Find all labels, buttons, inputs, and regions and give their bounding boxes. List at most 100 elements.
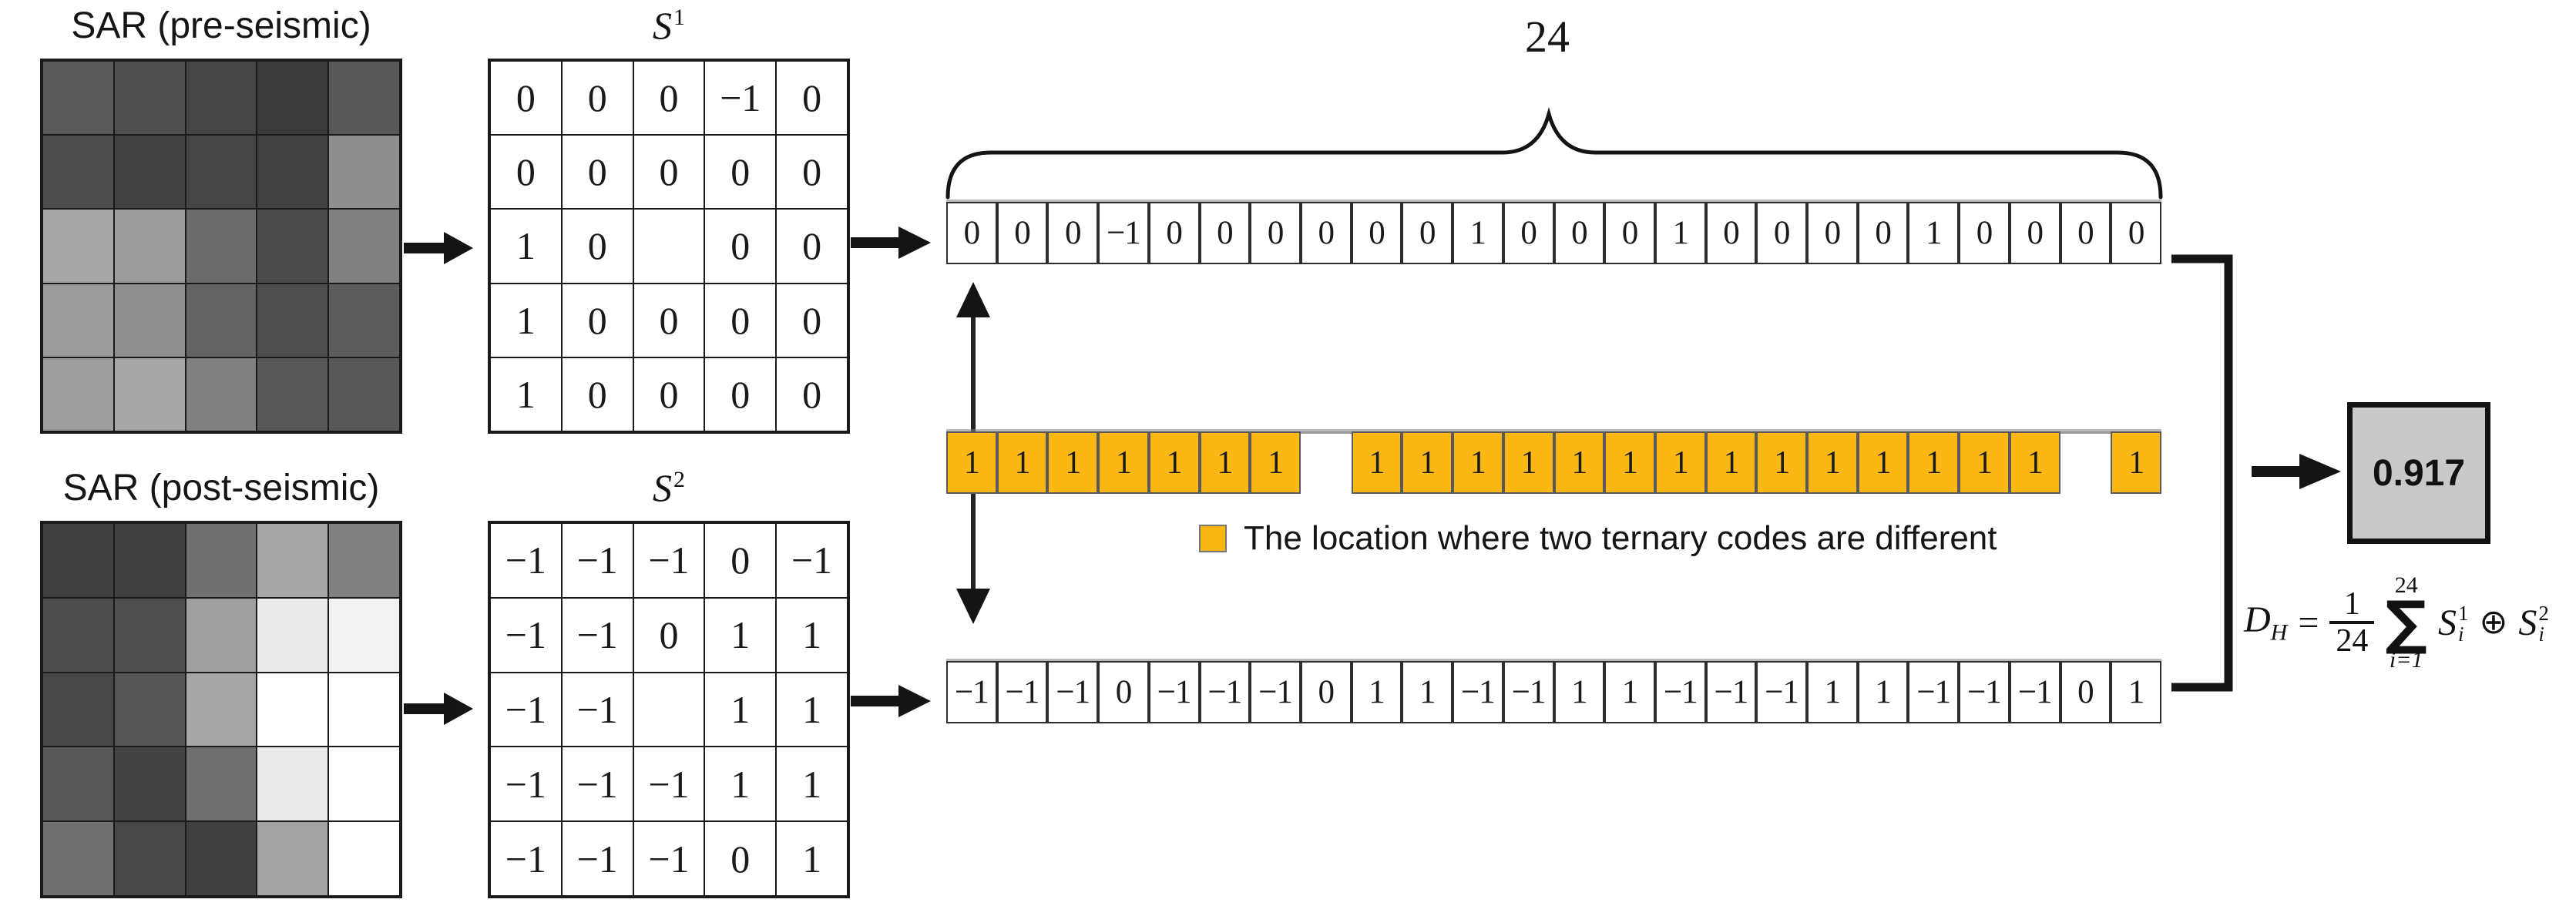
matrix-cell: −1 (490, 523, 562, 598)
code-cell: 0 (1098, 661, 1149, 723)
pixel-cell (42, 61, 114, 136)
matrix-cell: 0 (704, 135, 777, 210)
brace-icon (945, 106, 2163, 200)
pixel-cell (185, 283, 257, 357)
code-cell: −1 (1959, 661, 2010, 723)
matrix-cell: 0 (704, 821, 777, 896)
code-cell: 1 (1351, 661, 1402, 723)
matrix-cell: 1 (776, 672, 848, 747)
code-cell: −1 (2009, 661, 2060, 723)
diff-cell: 1 (1705, 431, 1757, 494)
code-cell: 0 (1047, 202, 1099, 264)
pixel-cell (113, 821, 186, 896)
formula-lhs: DH (2244, 599, 2288, 646)
matrix-cell: 0 (490, 61, 562, 136)
flow-arrow-icon (404, 693, 473, 725)
pixel-cell (113, 135, 186, 210)
diff-cell: 1 (1148, 431, 1200, 494)
code-cell: 0 (2111, 202, 2161, 264)
code-cell: 0 (1705, 202, 1757, 264)
matrix-cell: 1 (704, 747, 777, 822)
matrix-cell: 1 (490, 283, 562, 357)
code-cell: −1 (1705, 661, 1757, 723)
formula-fraction: 1 24 (2329, 587, 2375, 658)
code-cell: −1 (1250, 661, 1301, 723)
matrix-cell: −1 (561, 747, 633, 822)
diff-cell: 1 (1047, 431, 1099, 494)
code-cell: −1 (1199, 661, 1251, 723)
matrix-cell: 0 (633, 135, 705, 210)
diff-cell: 1 (1199, 431, 1251, 494)
diff-cell: 1 (2111, 431, 2161, 494)
matrix-cell: 0 (776, 61, 848, 136)
code-cell: 1 (1908, 202, 1960, 264)
pixel-cell (257, 523, 329, 598)
flow-arrow-icon (851, 685, 931, 717)
diff-cell: 1 (1654, 431, 1706, 494)
pixel-cell (328, 747, 400, 822)
pixel-cell (113, 672, 186, 747)
s2-matrix-label: S2 (653, 466, 685, 509)
pre-seismic-image-grid (40, 59, 402, 434)
pixel-cell (42, 747, 114, 822)
matrix-cell: 0 (776, 135, 848, 210)
matrix-cell: −1 (633, 747, 705, 822)
pixel-cell (185, 821, 257, 896)
code-cell: −1 (1756, 661, 1808, 723)
flow-arrow-icon (2252, 454, 2341, 489)
pixel-cell (328, 283, 400, 357)
pixel-cell (113, 597, 186, 673)
code-cell: −1 (1654, 661, 1706, 723)
code-cell: 0 (1300, 202, 1352, 264)
post-seismic-image-grid (40, 521, 402, 898)
arrow-up-head-icon (956, 282, 990, 317)
pixel-cell (185, 747, 257, 822)
legend: The location where two ternary codes are… (1199, 519, 1997, 558)
legend-label: The location where two ternary codes are… (1244, 519, 1997, 557)
pixel-cell (185, 357, 257, 431)
pixel-cell (328, 209, 400, 284)
pixel-cell (328, 597, 400, 673)
code-cell: 1 (1654, 202, 1706, 264)
pixel-cell (113, 283, 186, 357)
code-cell: 0 (2060, 202, 2111, 264)
diff-cell: 1 (2009, 431, 2060, 494)
pixel-cell (257, 283, 329, 357)
code-cell: 1 (1553, 661, 1605, 723)
code-length-label: 24 (1525, 12, 1570, 62)
code-cell: 0 (1199, 202, 1251, 264)
pixel-cell (257, 357, 329, 431)
code-cell: 0 (1756, 202, 1808, 264)
formula-equals: = (2298, 602, 2319, 643)
diff-cell: 1 (1402, 431, 1453, 494)
pixel-cell (328, 61, 400, 136)
code-cell: −1 (946, 661, 997, 723)
matrix-cell: −1 (776, 523, 848, 598)
code-cell: 0 (1604, 202, 1655, 264)
code-cell: −1 (1908, 661, 1960, 723)
pixel-cell (42, 523, 114, 598)
matrix-cell: 1 (490, 209, 562, 284)
diff-cell: 1 (1604, 431, 1655, 494)
pixel-cell (257, 135, 329, 210)
post-seismic-title: SAR (post-seismic) (62, 468, 380, 508)
diff-cell: 1 (1857, 431, 1909, 494)
matrix-cell: 0 (704, 357, 777, 431)
diff-cell: 1 (1908, 431, 1960, 494)
formula-summation: 24 ∑ i=1 (2385, 572, 2427, 673)
matrix-cell: 0 (633, 357, 705, 431)
code-cell: 0 (1807, 202, 1858, 264)
xor-operator-icon: ⊕ (2479, 602, 2508, 642)
legend-swatch-icon (1199, 525, 1227, 552)
code-cell: 0 (996, 202, 1048, 264)
pixel-cell (185, 597, 257, 673)
pixel-cell (257, 597, 329, 673)
matrix-cell: 0 (633, 61, 705, 136)
matrix-cell: −1 (561, 821, 633, 896)
diff-cell: 1 (1553, 431, 1605, 494)
matrix-cell: 0 (704, 209, 777, 284)
code-cell: 1 (1857, 661, 1909, 723)
diff-cell (2060, 431, 2111, 494)
